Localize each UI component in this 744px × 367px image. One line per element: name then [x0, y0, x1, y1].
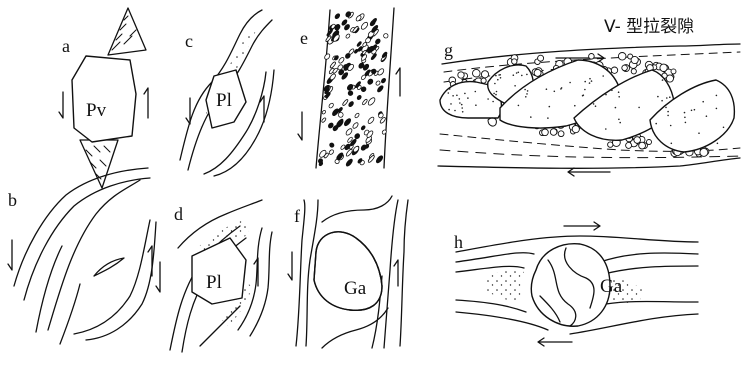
shear-arrow-left-icon	[568, 168, 610, 176]
v-type-tension-gash-title: V- 型拉裂隙	[604, 17, 694, 37]
panel-d-mineral-label: Pl	[206, 272, 222, 293]
shear-arrow-down-icon	[288, 252, 292, 280]
panel-f-label: f	[294, 206, 300, 226]
shear-arrow-up-icon	[148, 246, 152, 276]
panel-e: e	[298, 8, 400, 168]
panel-a-label: a	[62, 36, 70, 56]
panel-h: h Ga	[454, 222, 698, 346]
shear-arrow-down-icon	[8, 240, 12, 270]
shear-arrow-up-icon	[394, 260, 398, 286]
shear-arrow-right-icon	[564, 222, 600, 230]
panel-c: c Pl	[180, 10, 274, 176]
shear-arrow-down-icon	[156, 262, 160, 292]
panel-f: f Ga	[288, 196, 408, 348]
panel-g: V- 型拉裂隙 g	[438, 17, 740, 176]
panel-h-label: h	[454, 232, 463, 252]
shear-arrow-up-icon	[144, 88, 148, 118]
panel-c-label: c	[185, 31, 193, 51]
panel-d: d Pl	[156, 200, 272, 352]
shear-arrow-down-icon	[186, 98, 190, 124]
panel-e-label: e	[300, 28, 308, 48]
panel-d-label: d	[174, 204, 183, 224]
panel-c-mineral-label: Pl	[216, 90, 232, 111]
panel-h-mineral-label: Ga	[600, 276, 623, 297]
panel-a-mineral-label: Pv	[86, 100, 107, 121]
shear-arrow-up-icon	[396, 68, 400, 96]
shear-arrow-down-icon	[59, 92, 63, 118]
panel-a: a Pv	[59, 8, 148, 188]
panel-f-mineral-label: Ga	[344, 278, 367, 299]
panel-e-aggregate	[318, 11, 389, 167]
panel-b-label: b	[8, 190, 17, 210]
panel-b: b	[8, 168, 156, 344]
shear-arrow-left-icon	[538, 338, 572, 346]
panel-g-label: g	[444, 40, 453, 60]
shear-arrow-down-icon	[298, 112, 302, 140]
